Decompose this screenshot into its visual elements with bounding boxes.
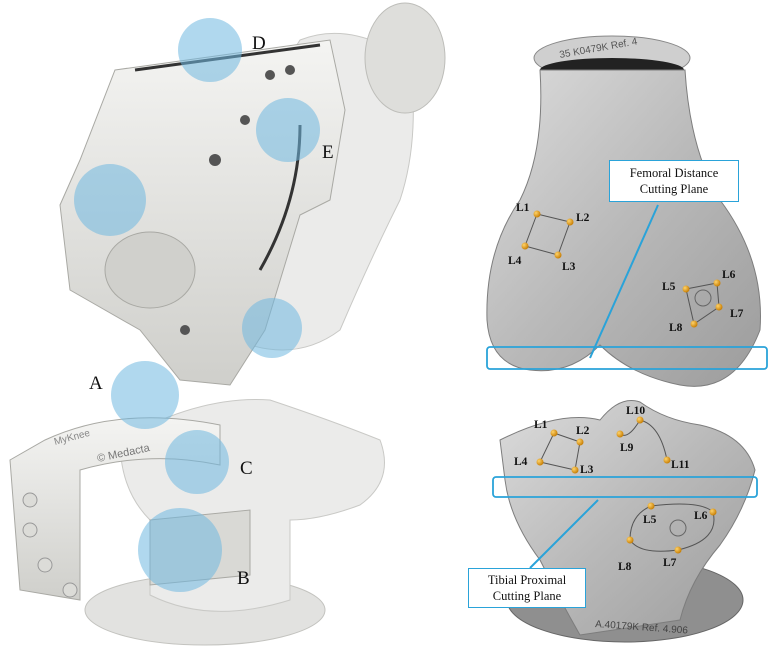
guide-peg	[23, 523, 37, 537]
guide-pin-hole	[180, 325, 190, 335]
landmark-l6	[710, 509, 717, 516]
label-l3: L3	[580, 464, 594, 476]
highlight-bottom	[242, 298, 302, 358]
femoral-cutting-plane-callout: Femoral Distance Cutting Plane	[609, 160, 739, 202]
femoral-callout-line-2: Cutting Plane	[610, 181, 738, 197]
highlight-b	[138, 508, 222, 592]
highlight-left	[74, 164, 146, 236]
guide-pin-hole	[240, 115, 250, 125]
label-d: D	[252, 33, 266, 54]
landmark-l3	[555, 252, 562, 259]
guide-pin-hole	[265, 70, 275, 80]
label-l9: L9	[620, 442, 634, 454]
landmark-l2	[567, 219, 574, 226]
guide-peg	[63, 583, 77, 597]
landmark-l6	[714, 280, 721, 287]
label-l1: L1	[516, 202, 530, 214]
femoral-guide-hole	[105, 232, 195, 308]
highlight-a	[111, 361, 179, 429]
label-a: A	[89, 373, 103, 394]
femoral-callout-line-1: Femoral Distance	[610, 165, 738, 181]
label-e: E	[322, 142, 334, 163]
guide-peg	[23, 493, 37, 507]
guide-pin-hole	[209, 154, 221, 166]
label-l8: L8	[618, 561, 632, 573]
label-l4: L4	[508, 255, 522, 267]
label-l4: L4	[514, 456, 528, 468]
highlight-c	[165, 430, 229, 494]
label-l3: L3	[562, 261, 576, 273]
tibial-callout-line-1: Tibial Proximal	[469, 572, 585, 588]
label-l11: L11	[671, 459, 690, 471]
label-l6: L6	[694, 510, 708, 522]
label-l8: L8	[669, 322, 683, 334]
label-l2: L2	[576, 212, 590, 224]
tibial-cutting-plane-callout: Tibial Proximal Cutting Plane	[468, 568, 586, 608]
landmark-l1	[534, 211, 541, 218]
landmark-l5	[648, 503, 655, 510]
landmark-l7	[716, 304, 723, 311]
landmark-l9	[617, 431, 624, 438]
label-l7: L7	[730, 308, 744, 320]
tibial-callout-line-2: Cutting Plane	[469, 588, 585, 604]
label-l10: L10	[626, 405, 645, 417]
label-l2: L2	[576, 425, 590, 437]
landmark-l2	[577, 439, 584, 446]
landmark-l5	[683, 286, 690, 293]
landmark-l8	[627, 537, 634, 544]
landmark-l8	[691, 321, 698, 328]
highlight-e	[256, 98, 320, 162]
label-l7: L7	[663, 557, 677, 569]
landmark-l4	[522, 243, 529, 250]
landmark-l3	[572, 467, 579, 474]
femur-top-cylinder	[365, 3, 445, 113]
landmark-l1	[551, 430, 558, 437]
label-c: C	[240, 458, 253, 479]
landmark-l4	[537, 459, 544, 466]
label-l5: L5	[643, 514, 657, 526]
landmark-l10	[637, 417, 644, 424]
landmark-l11	[664, 457, 671, 464]
label-l6: L6	[722, 269, 736, 281]
label-l1: L1	[534, 419, 548, 431]
highlight-d	[178, 18, 242, 82]
guide-peg	[38, 558, 52, 572]
label-l5: L5	[662, 281, 676, 293]
guide-pin-hole	[285, 65, 295, 75]
femur-distal-bone	[487, 70, 761, 386]
label-b: B	[237, 568, 250, 589]
landmark-l7	[675, 547, 682, 554]
